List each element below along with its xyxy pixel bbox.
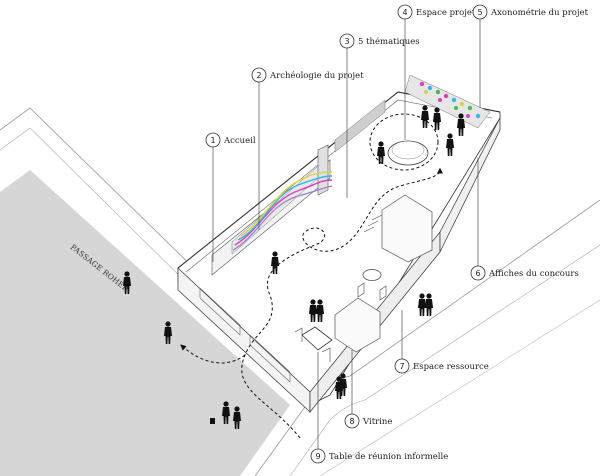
callout-2-number: 2 bbox=[256, 71, 261, 80]
meeting-table bbox=[294, 326, 333, 362]
callout-5: 5 Axonométrie du projet bbox=[472, 4, 589, 108]
callout-1: 1 Accueil bbox=[205, 132, 256, 262]
axonometry-dots bbox=[419, 81, 481, 119]
callout-9: 9 Table de réunion informelle bbox=[310, 352, 448, 464]
building bbox=[177, 74, 501, 414]
callout-9-number: 9 bbox=[315, 452, 320, 461]
callout-4: 4 Espace projet bbox=[397, 4, 476, 140]
callout-5-label: Axonométrie du projet bbox=[490, 7, 589, 18]
callout-4-label: Espace projet bbox=[416, 8, 476, 18]
round-table bbox=[369, 113, 439, 171]
callout-4-number: 4 bbox=[402, 8, 407, 17]
callout-6: 6 Affiches du concours bbox=[470, 158, 579, 281]
circulation-path bbox=[180, 167, 443, 439]
callout-3: 3 5 thématiques bbox=[339, 33, 420, 198]
callout-7-label: Espace ressource bbox=[413, 362, 489, 372]
callout-3-number: 3 bbox=[344, 37, 349, 46]
archaeology-lines bbox=[232, 171, 333, 251]
callout-1-number: 1 bbox=[210, 136, 215, 145]
callout-8: 8 Vitrine bbox=[344, 350, 392, 429]
callout-6-number: 6 bbox=[475, 269, 480, 278]
callout-8-number: 8 bbox=[349, 417, 354, 426]
callout-2: 2 Archéologie du projet bbox=[251, 67, 364, 230]
callout-2-label: Archéologie du projet bbox=[269, 70, 364, 81]
callout-6-label: Affiches du concours bbox=[488, 269, 579, 279]
people-figures bbox=[123, 105, 465, 429]
callout-7: 7 Espace ressource bbox=[394, 310, 489, 374]
small-table bbox=[357, 269, 387, 301]
callout-5-number: 5 bbox=[477, 8, 482, 17]
callout-8-label: Vitrine bbox=[362, 417, 392, 427]
callout-1-label: Accueil bbox=[223, 136, 256, 146]
callout-7-number: 7 bbox=[399, 362, 404, 371]
callout-9-label: Table de réunion informelle bbox=[329, 451, 448, 462]
callout-3-label: 5 thématiques bbox=[358, 36, 420, 47]
